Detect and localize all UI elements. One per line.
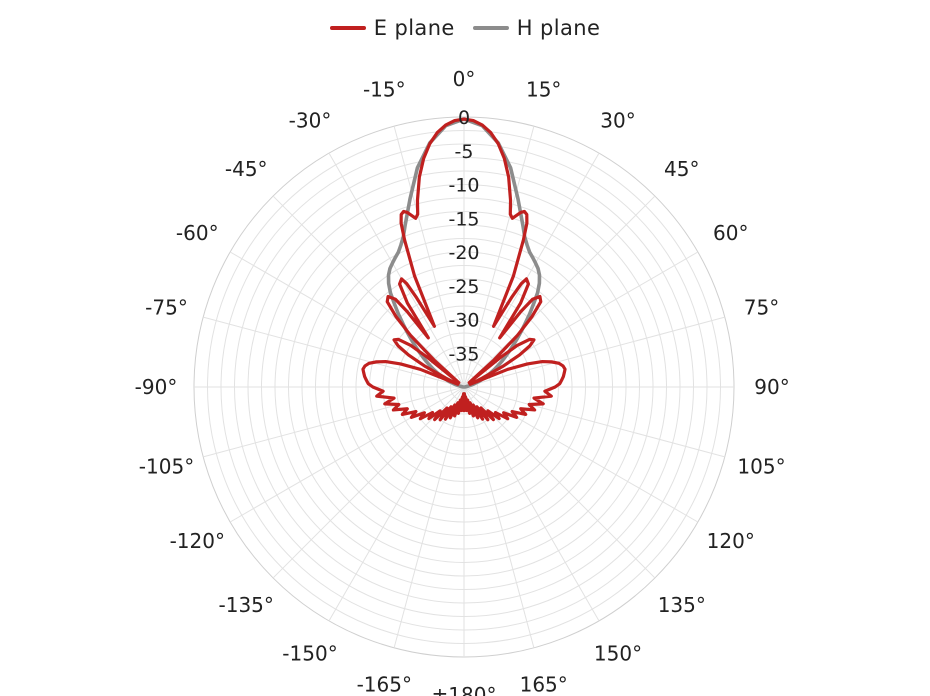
grid-spoke — [203, 386, 465, 458]
radial-tick-label: -5 — [455, 141, 474, 163]
legend-item-e-plane[interactable]: E plane — [329, 16, 455, 40]
grid-spoke — [463, 386, 535, 648]
angle-tick-label: 15° — [526, 77, 561, 101]
grid-spoke — [463, 386, 699, 523]
radial-tick-labels: 0 -5 -10 -15 -20 -25 -30 -35 — [448, 107, 479, 365]
angle-tick-label: -15° — [363, 77, 406, 101]
angle-tick-label: 135° — [658, 593, 706, 617]
grid-spoke — [272, 195, 465, 388]
grid-spoke — [328, 386, 465, 622]
angle-tick-label: -150° — [282, 642, 337, 666]
grid-spoke — [463, 152, 600, 388]
grid-spoke — [272, 386, 465, 579]
angle-tick-label: -135° — [219, 593, 274, 617]
grid-spoke — [328, 152, 465, 388]
series-layer — [361, 117, 567, 422]
angle-tick-label: 105° — [737, 455, 785, 479]
angle-tick-label: -90° — [135, 375, 178, 399]
series-line-e-plane — [361, 117, 567, 422]
angle-tick-label: -30° — [289, 108, 332, 132]
angle-tick-label: -165° — [357, 673, 412, 696]
legend-label-e-plane: E plane — [373, 16, 455, 40]
angle-tick-label: 75° — [744, 295, 779, 319]
legend-item-h-plane[interactable]: H plane — [472, 16, 601, 40]
angle-tick-label: 150° — [594, 642, 642, 666]
grid-spoke — [463, 316, 725, 388]
radial-tick-label: 0 — [458, 107, 470, 129]
angle-tick-label: -60° — [176, 221, 219, 245]
angle-tick-label: 120° — [707, 529, 755, 553]
radial-tick-label: -15 — [448, 208, 479, 230]
grid-spoke — [463, 386, 600, 622]
radial-tick-label: -25 — [448, 276, 479, 298]
angle-tick-label: ±180° — [432, 683, 497, 696]
radial-tick-label: -35 — [448, 343, 479, 365]
angle-tick-label: 45° — [664, 157, 699, 181]
legend-label-h-plane: H plane — [516, 16, 601, 40]
angle-tick-label: -120° — [170, 529, 225, 553]
grid-spoke — [463, 386, 725, 458]
angle-tick-label: -105° — [139, 455, 194, 479]
legend-swatch-e-plane — [329, 26, 366, 30]
angle-tick-label: 0° — [453, 67, 476, 91]
grid-spoke — [393, 386, 465, 648]
angle-tick-label: 165° — [520, 673, 568, 696]
grid-spoke — [463, 386, 656, 579]
angle-tick-label: 60° — [713, 221, 748, 245]
grid-spoke — [203, 316, 465, 388]
radial-tick-label: -10 — [448, 175, 479, 197]
angle-tick-label: 90° — [754, 375, 789, 399]
radial-tick-label: -30 — [448, 310, 479, 332]
grid-spoke — [229, 386, 465, 523]
angle-tick-label: -45° — [225, 157, 268, 181]
grid-spoke — [463, 126, 535, 388]
legend-swatch-h-plane — [472, 26, 509, 30]
grid-spoke — [463, 195, 656, 388]
polar-grid — [193, 116, 735, 658]
angle-tick-labels: 0° 15° 30° 45° 60° 75° 90° 105° 120° 135° 150° 165°… — [135, 67, 790, 696]
angle-tick-label: 30° — [600, 108, 635, 132]
radial-tick-label: -20 — [448, 242, 479, 264]
angle-tick-label: -75° — [145, 295, 188, 319]
grid-spoke — [393, 126, 465, 388]
legend: E plane H plane — [0, 16, 930, 40]
